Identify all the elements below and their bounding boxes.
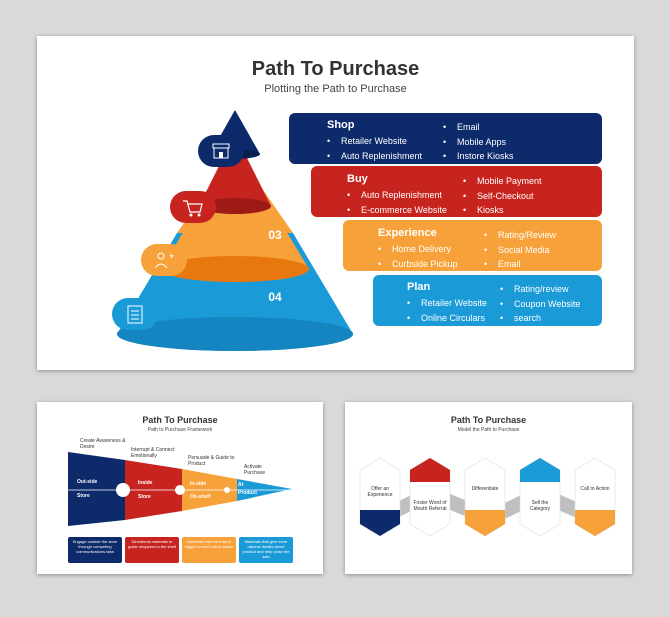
step-label: Call to Action xyxy=(580,486,610,492)
stage-label: Persuade & Guide to Product xyxy=(188,455,235,467)
list-item: Email xyxy=(443,120,514,135)
thumbnail-slide-framework[interactable]: Path To Purchase Path to Purchase Framew… xyxy=(37,402,323,574)
step-label: Sell the Category xyxy=(529,500,551,512)
funnel-label: On-shelf xyxy=(190,494,211,500)
info-box: Materials that give more rational detail… xyxy=(239,537,293,563)
experience-badge: ★ xyxy=(141,244,187,276)
list-item: Email xyxy=(484,257,556,272)
list-item: Kiosks xyxy=(463,203,542,218)
svg-text:★: ★ xyxy=(169,253,174,260)
band-heading: Shop xyxy=(327,119,355,131)
funnel-label: Inside xyxy=(138,480,153,486)
band-buy: Buy Auto ReplenishmentE-commerce Website… xyxy=(311,166,602,217)
slide3-subtitle: Model the Path to Purchase xyxy=(457,427,520,433)
list-item: Social Media xyxy=(484,243,556,258)
funnel-graphic xyxy=(68,452,292,526)
list-item: Retailer Website xyxy=(407,296,487,311)
list-item: Self-Checkout xyxy=(463,189,542,204)
plan-badge xyxy=(112,298,158,330)
list-item: Home Delivery xyxy=(378,242,458,257)
list-item: Auto Replenishment xyxy=(347,188,447,203)
hexagon-path-graphic xyxy=(359,457,616,537)
stage-label: Activate Purchase xyxy=(244,464,266,476)
stage-label: Create Awareness & Desire xyxy=(80,438,126,450)
step-label: Foster Word of Mouth Referral xyxy=(413,500,447,512)
slide2-title: Path To Purchase xyxy=(142,415,218,425)
level-number-4: 04 xyxy=(268,290,282,304)
band-heading: Experience xyxy=(378,227,437,239)
list-item: Instore Kiosks xyxy=(443,149,514,164)
list-item: Mobile Apps xyxy=(443,135,514,150)
rating-person-icon: ★ xyxy=(154,252,174,269)
slide3-title: Path To Purchase xyxy=(450,415,527,425)
list-item: Rating/review xyxy=(500,282,580,297)
list-item: Curbside Pickup xyxy=(378,257,458,272)
band-shop: Shop Retailer WebsiteAuto Replenishment … xyxy=(289,113,602,164)
band-plan: Plan Retailer WebsiteOnline Circulars Ra… xyxy=(373,275,602,326)
funnel-label: Store xyxy=(138,494,151,500)
stage-label: Interrupt & Connect Emotionally xyxy=(131,447,175,459)
level-number-1: 01 xyxy=(268,134,282,148)
store-icon xyxy=(212,143,230,159)
funnel-label: At xyxy=(238,482,244,488)
band-heading: Plan xyxy=(407,281,431,293)
funnel-label: In-side xyxy=(190,481,207,487)
shopping-cart-icon xyxy=(183,200,203,217)
funnel-label: Store xyxy=(77,493,90,499)
main-subtitle: Plotting the Path to Purchase xyxy=(264,83,407,95)
list-item: search xyxy=(500,311,580,326)
funnel-label: Out-side xyxy=(77,479,98,485)
main-title: Path To Purchase xyxy=(251,58,420,80)
slide2-subtitle: Path to Purchase Framework xyxy=(147,427,213,433)
store-badge xyxy=(198,135,244,167)
band-experience: Experience Home DeliveryCurbside Pickup … xyxy=(343,220,602,271)
info-box: Materials that interrupt & trigger a nee… xyxy=(182,537,236,563)
list-item: Auto Replenishment xyxy=(327,149,422,164)
info-box: Engage outside the store through competi… xyxy=(68,537,122,563)
list-item: Retailer Website xyxy=(327,134,422,149)
list-item: Rating/Review xyxy=(484,228,556,243)
funnel-label: Product xyxy=(238,490,257,496)
band-heading: Buy xyxy=(347,173,368,185)
level-number-2: 02 xyxy=(268,176,282,190)
list-item: Coupon Website xyxy=(500,297,580,312)
step-label: Differentiate xyxy=(471,486,499,492)
info-box: Directional materials to guide shoppers … xyxy=(125,537,179,563)
list-item: Online Circulars xyxy=(407,311,487,326)
thumbnail-slide-model[interactable]: Path To Purchase Model the Path to Purch… xyxy=(345,402,632,574)
step-label: Offer an Experience xyxy=(367,486,393,498)
list-item: E-commerce Website xyxy=(347,203,447,218)
level-number-3: 03 xyxy=(268,228,282,242)
main-slide[interactable]: Path To Purchase Plotting the Path to Pu… xyxy=(37,36,634,370)
list-item: Mobile Payment xyxy=(463,174,542,189)
cart-badge xyxy=(170,191,216,223)
checklist-icon xyxy=(127,305,143,324)
